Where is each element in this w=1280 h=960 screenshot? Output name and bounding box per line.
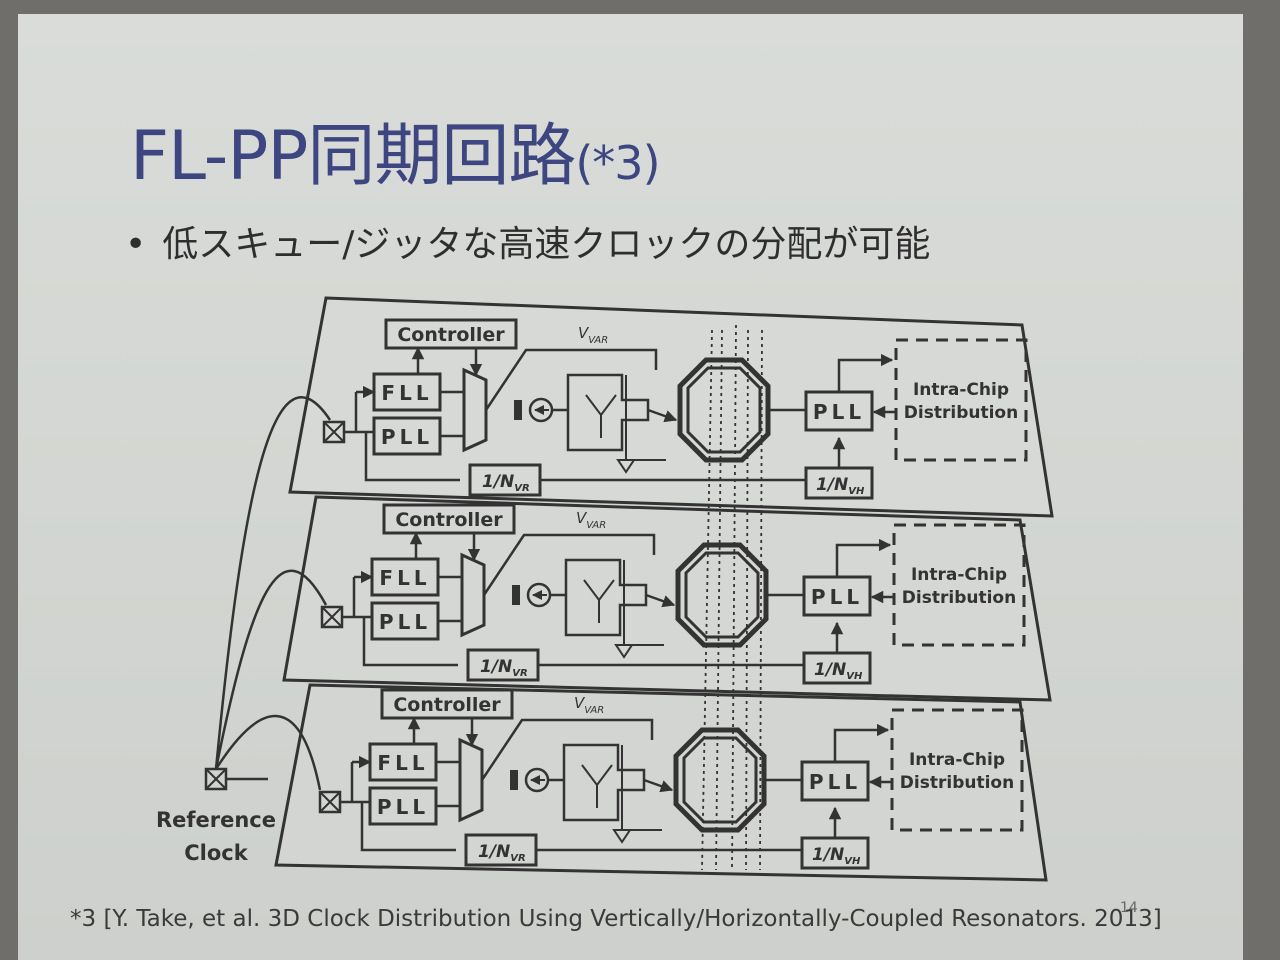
page-number: 14 [1120, 900, 1138, 916]
reference-label-line2: Clock [184, 841, 248, 865]
layer-1-chip [290, 298, 1052, 516]
layer-3-chip [276, 685, 1046, 880]
layer-2-chip [284, 497, 1050, 700]
reference-label-line1: Reference [156, 808, 276, 832]
footnote: *3 [Y. Take, et al. 3D Clock Distributio… [70, 906, 1162, 932]
